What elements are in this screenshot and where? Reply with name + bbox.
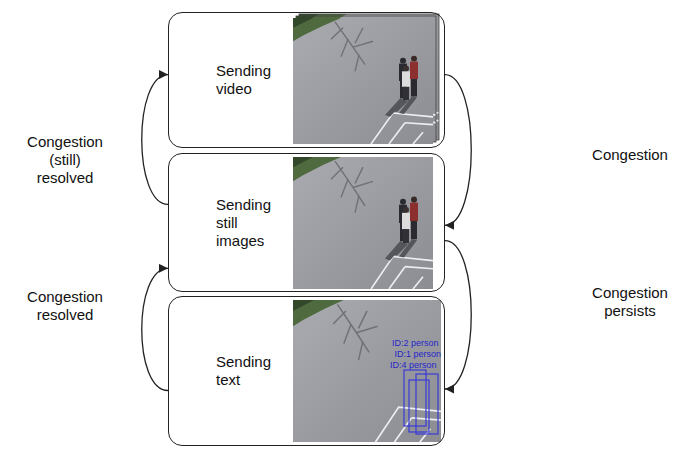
transition-label: Congestion (583, 145, 678, 165)
detection-label: ID:2 person (392, 338, 439, 348)
detection-label: ID:4 person (390, 360, 437, 370)
state-label: Sending text (216, 353, 282, 389)
photo (293, 157, 433, 289)
still-image (293, 157, 433, 289)
transition-arrow (445, 241, 471, 389)
state-box: Sending still images (168, 153, 445, 292)
state-text-group: Sending still images (216, 196, 282, 250)
state-label: Sending still images (216, 196, 282, 250)
state-box: Sending video (168, 12, 445, 148)
transition-arrow (142, 75, 168, 205)
transition-arrow (445, 75, 471, 226)
state-box: Sending text (168, 296, 445, 446)
transition-arrow (142, 268, 168, 390)
state-text-group: Sending video (216, 62, 282, 98)
video-frames (293, 14, 439, 144)
detection-label: ID:1 person (394, 349, 441, 359)
transition-label: Congestion persists (583, 283, 678, 321)
text-frame (293, 300, 441, 442)
transition-label: Congestion (still) resolved (18, 132, 113, 188)
people-figures (385, 197, 418, 261)
state-text-group: Sending text (216, 353, 282, 389)
frame-front (293, 18, 433, 144)
people-figures (385, 56, 418, 117)
state-label: Sending video (216, 62, 282, 98)
bounding-boxes (404, 370, 438, 434)
transition-label: Congestion resolved (18, 287, 113, 325)
photo (293, 300, 441, 442)
